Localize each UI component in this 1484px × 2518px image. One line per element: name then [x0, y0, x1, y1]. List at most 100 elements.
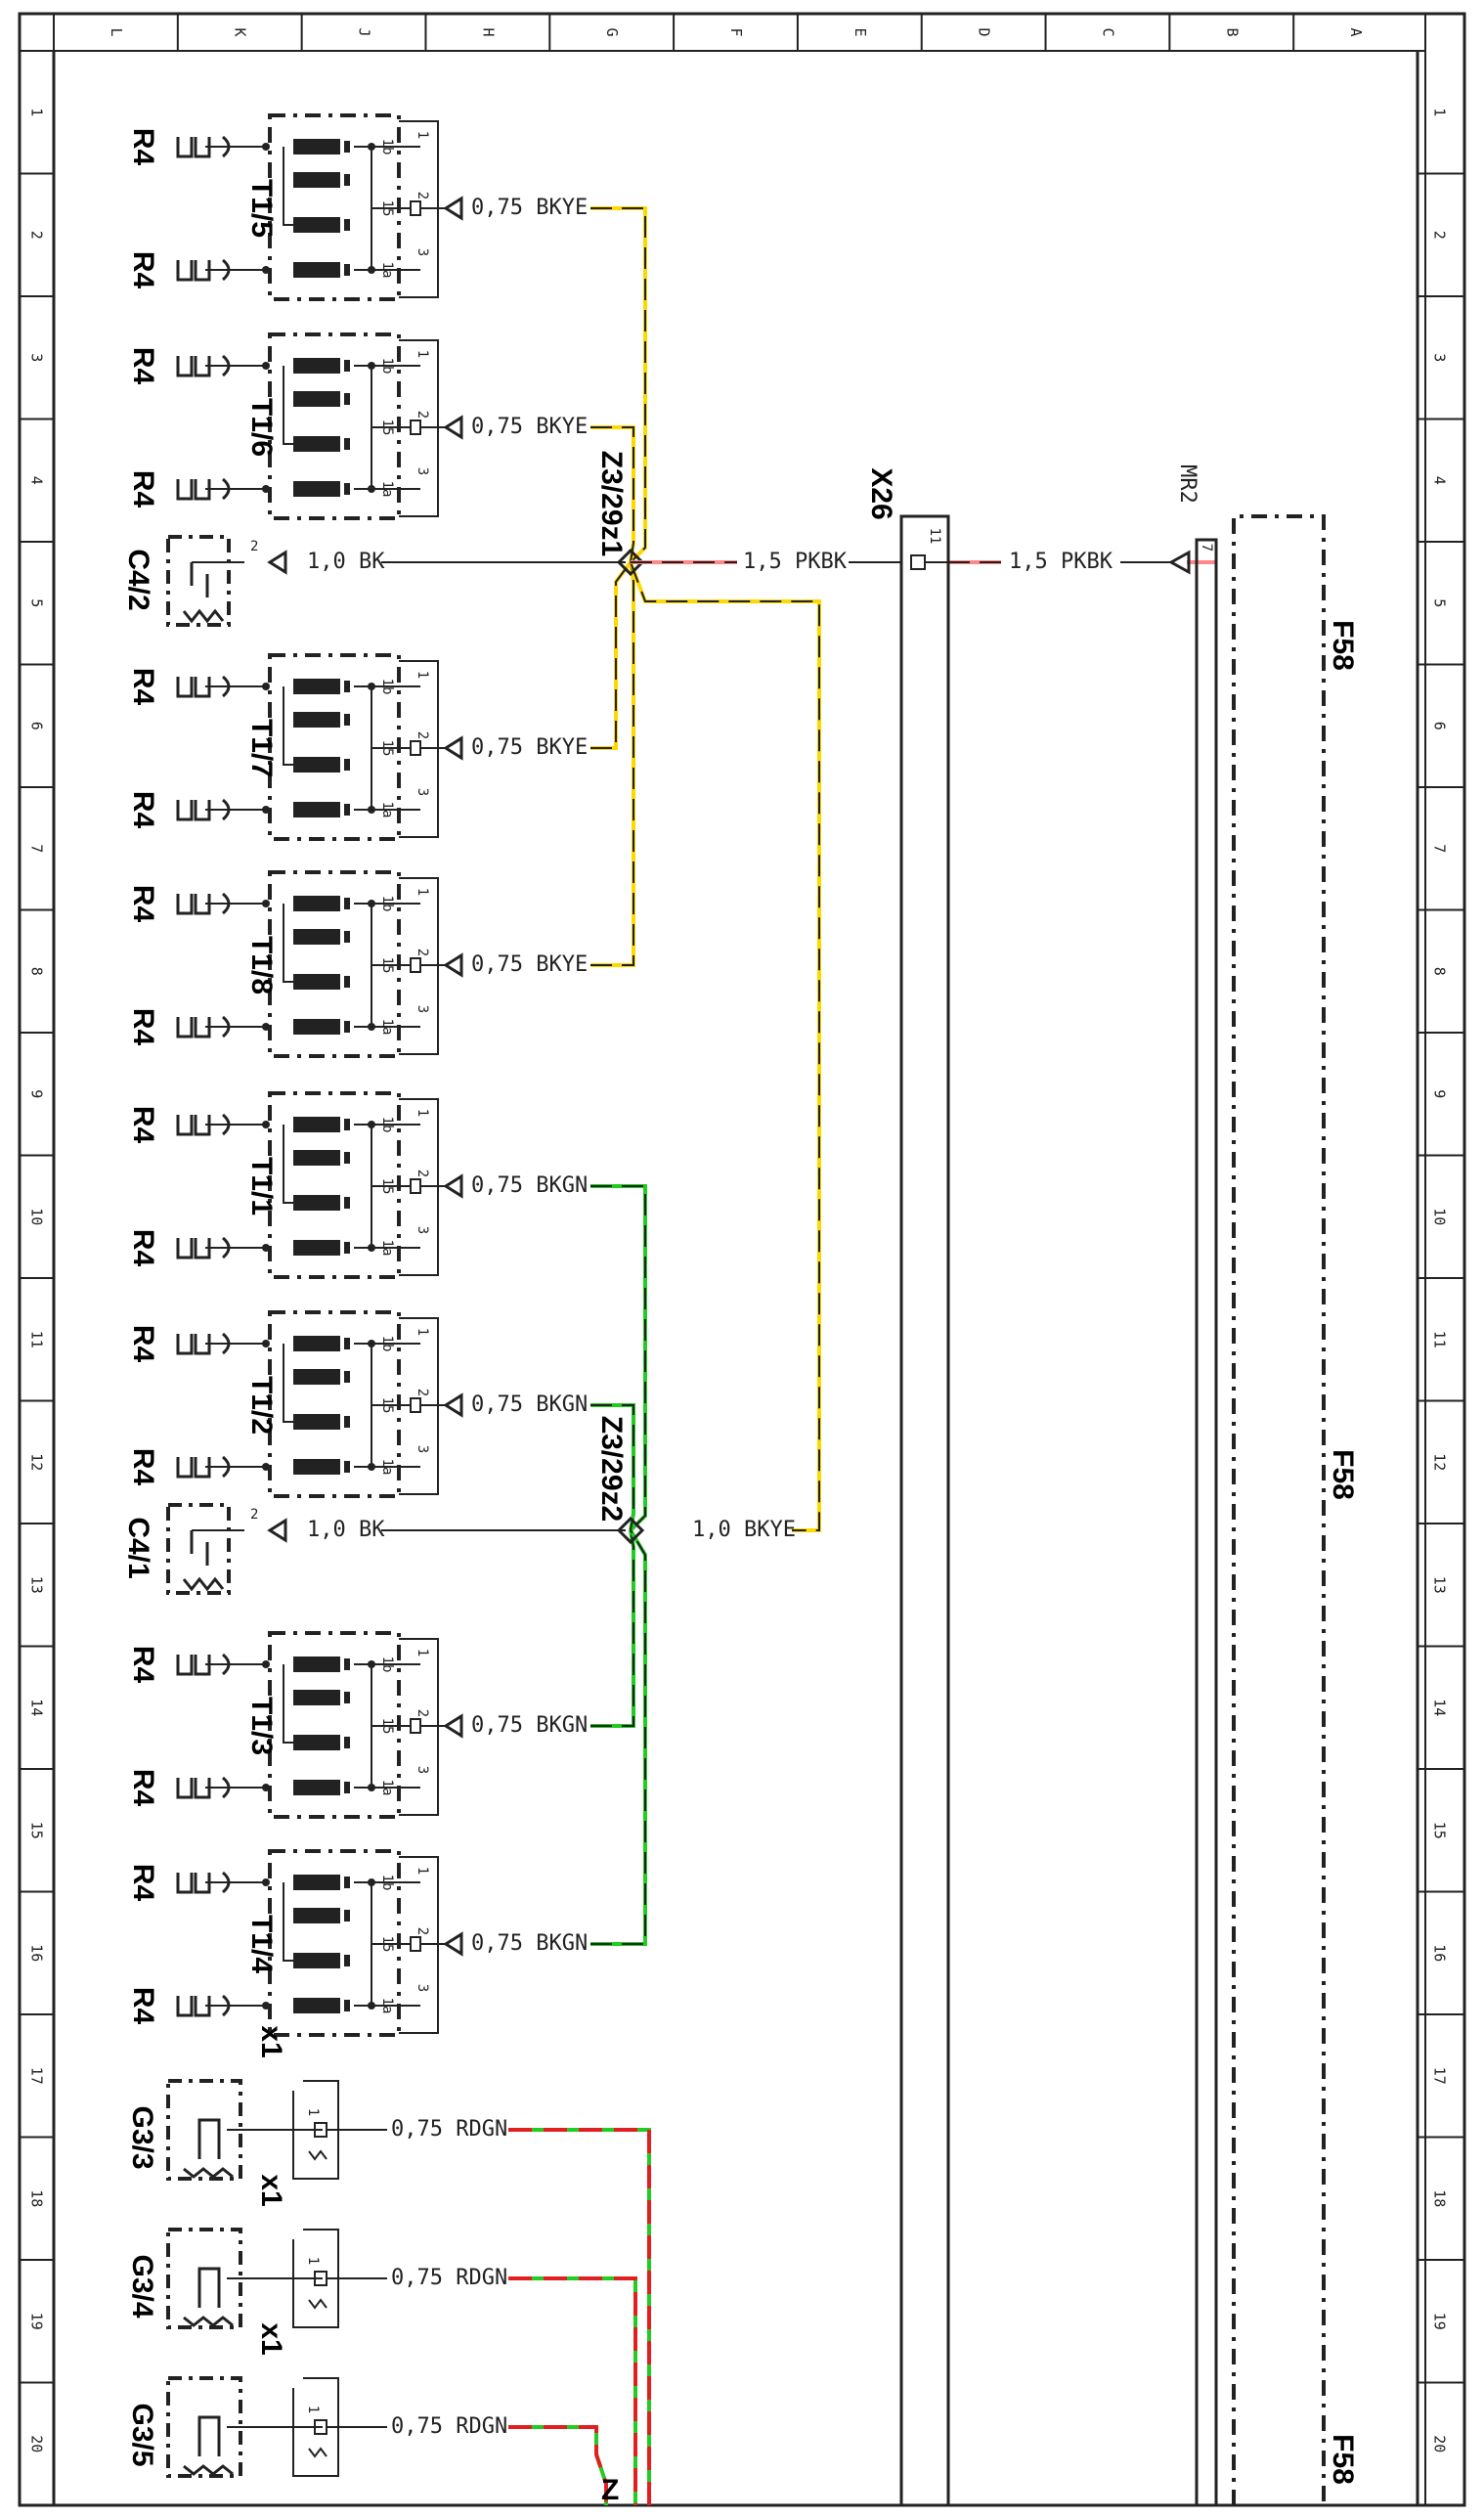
coil-wire-label: 0,75 BKGN — [471, 1392, 588, 1417]
wire-bkgn-t1-3 — [590, 1529, 635, 1728]
coil-pin-label: 1 — [415, 1109, 430, 1117]
coil-core — [344, 931, 350, 943]
resistor-node — [262, 1340, 270, 1347]
sensor-label: G3/5 — [126, 2403, 158, 2466]
coil-winding — [293, 1459, 340, 1475]
coil-node — [368, 1244, 375, 1252]
sensor-label: G3/4 — [126, 2254, 158, 2318]
capacitor-housing — [166, 535, 231, 627]
wire-arrow — [267, 1518, 287, 1543]
wire-arrow — [267, 550, 287, 575]
grid-row-label-right: 14 — [1431, 1699, 1449, 1716]
coil-internal-wire — [283, 1344, 293, 1423]
coil-internal-wire — [354, 1124, 372, 1249]
coil-node — [368, 1121, 375, 1128]
coil-winding — [293, 712, 340, 728]
resistor-r4 — [176, 354, 270, 377]
coil-pin-label: 1b — [379, 1117, 395, 1133]
resistor-node — [262, 1121, 270, 1128]
grid-row-label-right: 3 — [1431, 353, 1449, 362]
coil-pin-label: 2 — [415, 1389, 430, 1396]
wire-arrow — [443, 1713, 463, 1739]
resistor-terminal — [176, 1778, 211, 1799]
grid-row-label-left: 8 — [28, 967, 46, 976]
grid-row-label-left: 17 — [28, 2067, 46, 2085]
coil-core — [344, 1371, 350, 1383]
f58-label-top: F58 — [1327, 620, 1359, 671]
grid-row-label-right: 6 — [1431, 722, 1449, 730]
grid-col-label: C — [1099, 27, 1116, 36]
splice-z2-wire-label: 1,0 BKYE — [692, 1518, 796, 1542]
x26-socket — [910, 554, 926, 570]
coil-pin-label: 1b — [379, 1336, 395, 1352]
wire-rdgn-g3-5 — [508, 2425, 608, 2505]
coil-pin-label: 2 — [415, 949, 430, 956]
coil-core — [344, 393, 350, 405]
resistor-node — [262, 1878, 270, 1886]
coil-label: T1/4 — [245, 1915, 278, 1973]
partial-splice-label: Z — [601, 2474, 619, 2506]
wire-stripe — [508, 2276, 637, 2505]
coil-internal-wire — [354, 903, 372, 1028]
coil-pin-label: 15 — [379, 1718, 395, 1735]
wire-rdgn-g3-4 — [508, 2276, 637, 2505]
coil-core — [344, 898, 350, 909]
resistor-terminal — [176, 1238, 211, 1259]
resistor-label: R4 — [127, 251, 159, 289]
coil-core — [344, 1955, 350, 1966]
coil-winding — [293, 1019, 340, 1035]
coil-winding — [293, 1998, 340, 2013]
grid-row-label-right: 5 — [1431, 598, 1449, 607]
coil-winding — [293, 1240, 340, 1256]
sensor-wire-label: 0,75 RDGN — [391, 2266, 507, 2290]
coil-core — [344, 1910, 350, 1922]
sensor-connector — [292, 2229, 339, 2328]
grid-col-label: D — [976, 27, 993, 36]
harness-rdgn — [508, 2128, 651, 2505]
resistor-node — [262, 1244, 270, 1252]
coil-pin-label: 3 — [415, 1445, 430, 1453]
resistor-cap — [221, 1455, 231, 1479]
resistor-terminal — [176, 677, 211, 698]
grid-row-label-left: 16 — [28, 1944, 46, 1962]
coil-pin-label: 1b — [379, 358, 395, 375]
resistor-node — [262, 1023, 270, 1031]
coil-pin-label: 2 — [415, 1709, 430, 1717]
grid-row-label-right: 15 — [1431, 1822, 1449, 1839]
resistor-cap — [221, 1871, 231, 1894]
coil-winding — [293, 1117, 340, 1132]
coil-label: T1/2 — [245, 1376, 278, 1435]
grid-row-label-right: 4 — [1431, 476, 1449, 485]
resistor-r4 — [176, 477, 270, 501]
coil-pin-label: 1a — [379, 1780, 395, 1796]
coil-pin2-socket — [410, 1397, 421, 1413]
wire-arrow — [443, 735, 463, 761]
grid-row-label-left: 9 — [28, 1089, 46, 1098]
grid-row-label-right: 9 — [1431, 1089, 1449, 1098]
grid-row-label-left: 7 — [28, 844, 46, 853]
coil-core — [344, 438, 350, 450]
sensor-label: G3/3 — [126, 2105, 158, 2169]
coil-pin-label: 3 — [415, 1766, 430, 1774]
coil-pin-label: 1a — [379, 1459, 395, 1476]
coil-label: T1/7 — [245, 719, 278, 777]
wire-stripe — [590, 1529, 646, 1945]
coil-core — [344, 360, 350, 372]
coil-winding — [293, 1690, 340, 1705]
coil-pin-label: 1a — [379, 1019, 395, 1036]
coil-core — [344, 1416, 350, 1428]
capacitor-c4-2: 2C4/2 — [122, 535, 626, 627]
coil-pin-label: 3 — [415, 248, 430, 256]
grid-col-label: L — [108, 27, 125, 36]
sensor-pin-label: 1 — [305, 2108, 321, 2116]
coil-pin-label: 1 — [415, 1649, 430, 1657]
grid-row-label-left: 3 — [28, 353, 46, 362]
coil-pin-label: 1b — [379, 1657, 395, 1673]
coil-internal-wire — [354, 1663, 372, 1789]
